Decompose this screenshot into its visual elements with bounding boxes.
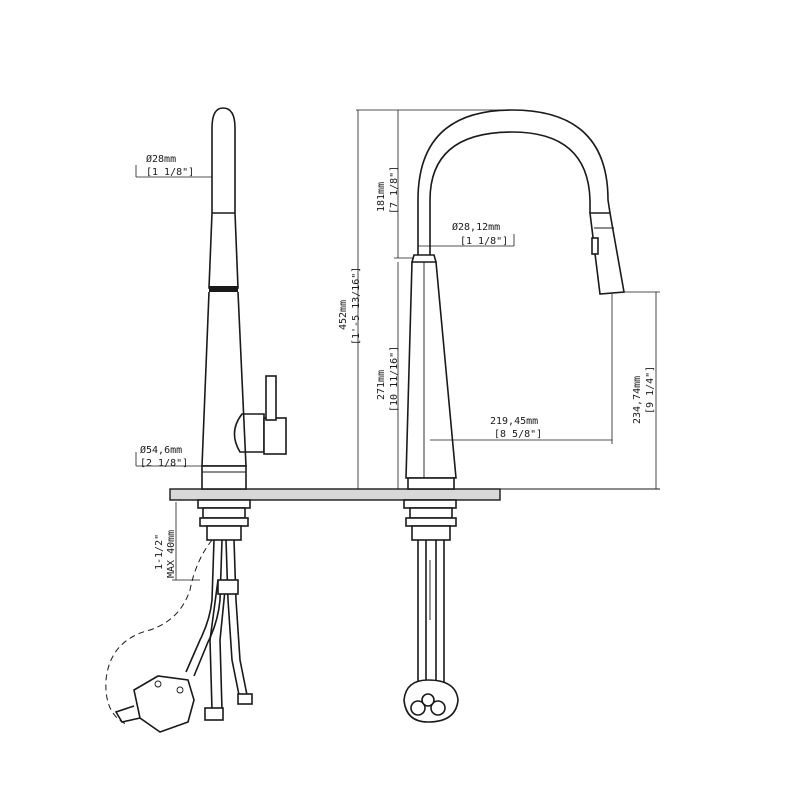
- dim-spout-dia-side: Ø28mm [1 1/8"]: [135, 153, 212, 178]
- spout-dia-front-inch: [1 1/8"]: [460, 236, 508, 247]
- dim-reach: 219,45mm [8 5/8"]: [430, 294, 613, 444]
- base-dia-inch: [2 1/8"]: [140, 458, 188, 469]
- spout-clearance-inch: [9 1/4"]: [645, 366, 656, 414]
- tail-max-mm: MAX 40mm: [166, 530, 177, 578]
- side-view-faucet: [105, 107, 287, 733]
- total-height-mm: 452mm: [338, 300, 349, 330]
- arc-height-mm: 181mm: [376, 182, 387, 212]
- base-dia-mm: Ø54,6mm: [140, 444, 182, 456]
- tail-max-inch: 1-1/2": [154, 534, 165, 570]
- total-height-inch: [1'-5 13/16"]: [351, 267, 362, 345]
- dim-tail-max: 1-1/2" MAX 40mm: [154, 502, 200, 581]
- arc-height-inch: [7 1/8"]: [389, 166, 400, 214]
- dim-total-height: 452mm [1'-5 13/16"]: [338, 109, 510, 490]
- dim-base-dia: Ø54,6mm [2 1/8"]: [135, 444, 202, 469]
- reach-mm: 219,45mm: [490, 416, 538, 427]
- countertop-section: [169, 488, 660, 501]
- spout-dia-side-mm: Ø28mm: [146, 153, 176, 165]
- reach-inch: [8 5/8"]: [494, 429, 542, 440]
- spout-clearance-mm: 234,74mm: [632, 376, 643, 424]
- front-view-faucet: [403, 109, 625, 723]
- dim-spout-dia-front: Ø28,12mm [1 1/8"]: [418, 221, 515, 247]
- spout-dia-front-mm: Ø28,12mm: [452, 221, 500, 233]
- body-height-inch: [10 11/16"]: [389, 346, 400, 412]
- spout-dia-side-inch: [1 1/8"]: [146, 167, 194, 178]
- dim-arc-height: 181mm [7 1/8"]: [376, 110, 414, 259]
- body-height-mm: 271mm: [376, 370, 387, 400]
- dim-body-height: 271mm [10 11/16"]: [376, 262, 400, 489]
- dim-spout-clearance: 234,74mm [9 1/4"]: [624, 291, 660, 489]
